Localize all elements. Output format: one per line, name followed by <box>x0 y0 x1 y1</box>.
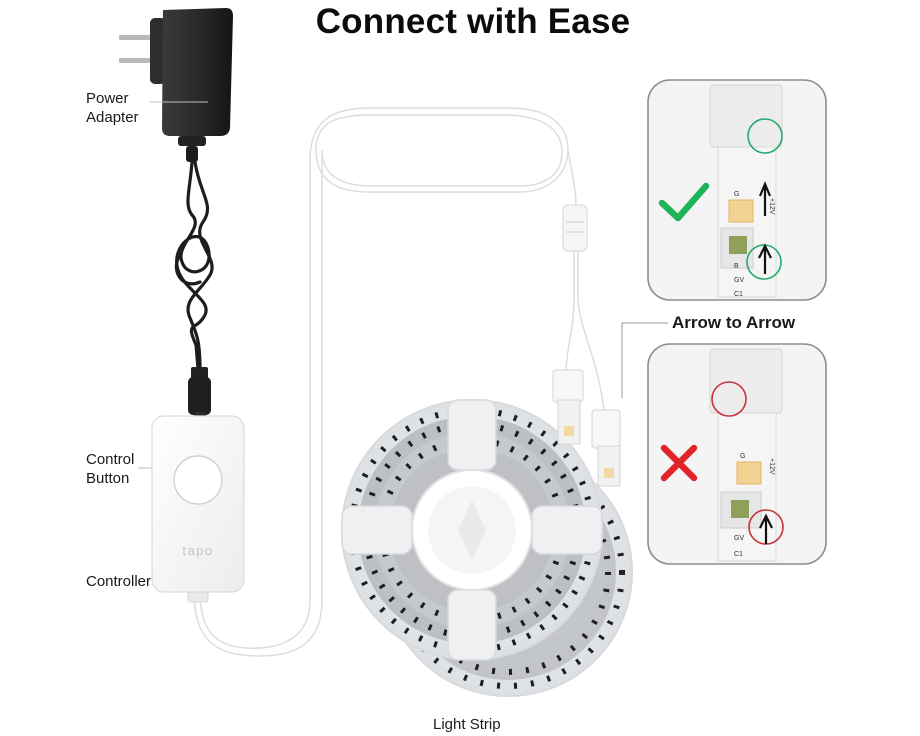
adapter-body <box>162 8 233 136</box>
correct-mark-b: B <box>734 263 739 270</box>
incorrect-mark-c1: C1 <box>734 551 743 558</box>
incorrect-mark-12v: +12V <box>768 458 775 475</box>
cross-icon <box>660 444 698 482</box>
power-plug <box>188 377 211 415</box>
incorrect-mark-g: G <box>740 453 745 460</box>
incorrect-mark-gv: GV <box>734 535 744 542</box>
power-adapter <box>119 8 233 162</box>
light-strip-reels <box>341 399 633 697</box>
correct-mark-12v: +12V <box>768 198 775 215</box>
light-strip-label: Light Strip <box>433 716 501 733</box>
power-adapter-label-line1: Power <box>86 90 129 107</box>
correct-arrow-circle-top <box>747 118 783 154</box>
incorrect-connection-panel <box>647 343 827 565</box>
correct-mark-c1: C1 <box>734 291 743 298</box>
page-title: Connect with Ease <box>315 2 631 41</box>
incorrect-arrow-circle-top <box>711 381 747 417</box>
wire-splitter <box>562 204 588 252</box>
control-button <box>173 455 223 505</box>
correct-mark-g: G <box>734 191 739 198</box>
controller-logo: tapo <box>182 543 213 558</box>
strip-connector-right <box>591 409 621 449</box>
power-adapter-label: Power Adapter <box>86 89 139 127</box>
strip-connector-left <box>552 369 584 403</box>
correct-connection-panel <box>647 79 827 301</box>
arrow-to-arrow-label: Arrow to Arrow <box>672 313 796 332</box>
control-button-label-line1: Control <box>86 451 135 468</box>
check-icon <box>658 182 710 222</box>
power-adapter-label-line2: Adapter <box>86 109 139 126</box>
power-cable <box>174 160 214 370</box>
controller-label: Controller <box>86 573 152 590</box>
correct-mark-gv: GV <box>734 277 744 284</box>
correct-arrow-circle-bottom <box>746 244 782 280</box>
controller <box>151 415 245 603</box>
control-button-label-line2: Button <box>86 470 130 487</box>
white-wire <box>193 107 605 657</box>
control-button-label: Control Button <box>86 450 134 488</box>
